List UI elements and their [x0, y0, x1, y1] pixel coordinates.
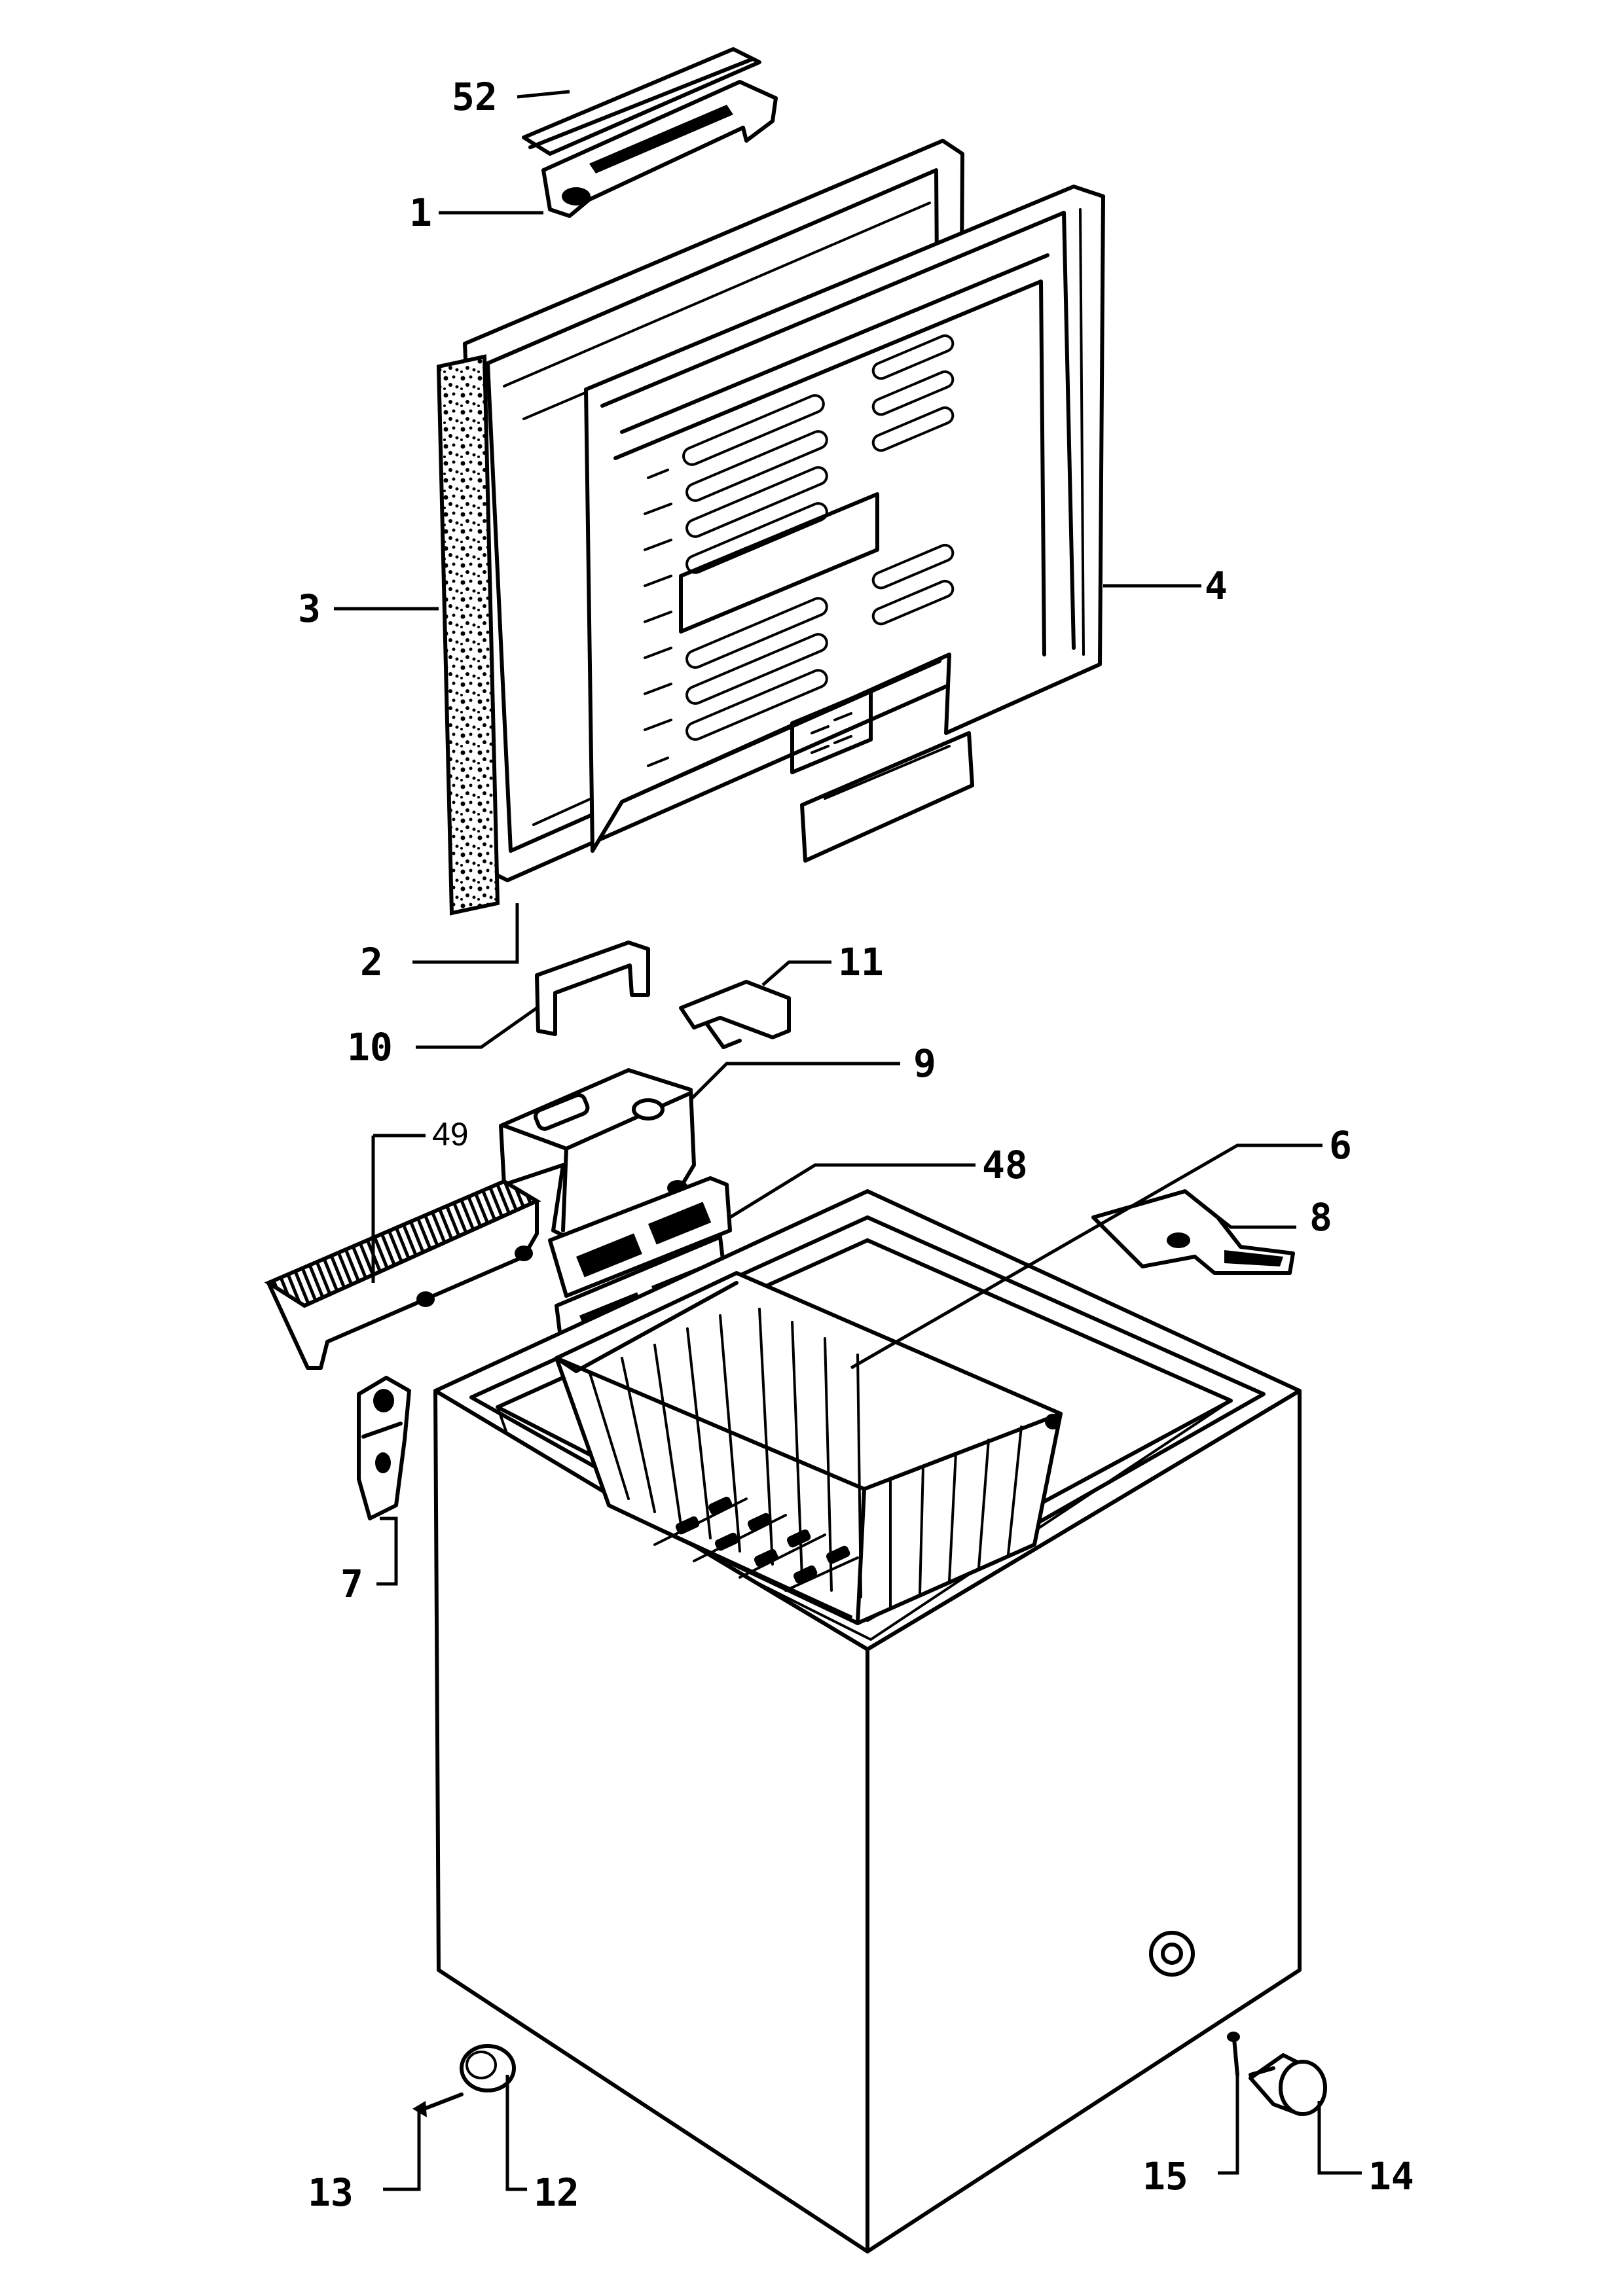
part-14-knob: [1249, 2053, 1327, 2116]
callout-49: 49: [432, 1116, 469, 1153]
part-8-hinge-plate: [1091, 1189, 1295, 1275]
callout-2: 2: [360, 940, 383, 984]
callout-9: 9: [913, 1041, 936, 1086]
callout-12: 12: [534, 2170, 579, 2215]
callout-leader-lines: [334, 90, 1362, 2191]
callout-6: 6: [1329, 1123, 1352, 1168]
part-12-foot: [460, 2044, 516, 2092]
part-3-foam-insulation: [436, 354, 500, 916]
callout-52: 52: [452, 75, 498, 119]
callout-13: 13: [308, 2170, 354, 2215]
liner-vent-slots: [644, 334, 955, 767]
callout-7: 7: [340, 1562, 363, 1606]
part-10-bracket: [535, 941, 650, 1036]
part-9-control-housing: [499, 1068, 696, 1242]
callout-8: 8: [1309, 1195, 1332, 1240]
part-11-clip: [679, 980, 791, 1049]
callout-14: 14: [1368, 2154, 1414, 2198]
basket-wires: [588, 1308, 1023, 1618]
callout-11: 11: [838, 940, 884, 984]
callout-48: 48: [982, 1143, 1028, 1187]
callout-10: 10: [347, 1025, 393, 1069]
part-52-hinge-cover: [522, 47, 761, 156]
part-49-breaker-strip: [264, 1179, 541, 1370]
part-1-handle: [541, 80, 778, 218]
part-7-latch: [357, 1376, 411, 1520]
callout-3: 3: [298, 586, 321, 631]
part-13-screw: [412, 2092, 464, 2117]
part-6-basket: [555, 1271, 1063, 1625]
callout-4: 4: [1205, 564, 1228, 608]
part-15-screw: [1227, 2032, 1240, 2077]
callout-15: 15: [1142, 2154, 1188, 2198]
callout-labels: 52 1 3 4 2 11 10 9 49 48 6 8 7 13 12 15 …: [298, 75, 1414, 2215]
callout-1: 1: [409, 190, 432, 235]
part-4-lid-liner: [584, 185, 1105, 863]
